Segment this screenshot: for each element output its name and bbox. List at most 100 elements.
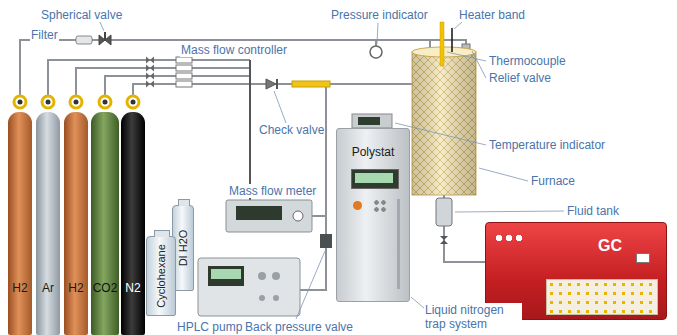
part-label: Pressure indicator bbox=[330, 8, 429, 22]
needle-valves bbox=[146, 65, 154, 72]
heater-segment bbox=[292, 81, 330, 87]
node-label: H2 bbox=[12, 281, 27, 295]
gauge-centers bbox=[131, 100, 136, 105]
polystat-knob bbox=[353, 201, 362, 210]
hplc-pump bbox=[198, 258, 300, 316]
mass-flow-meter bbox=[226, 200, 312, 232]
bottle-gauges bbox=[127, 96, 139, 108]
temperature-indicator bbox=[352, 114, 392, 128]
needle-valves bbox=[146, 73, 154, 80]
fluid-tank bbox=[436, 198, 452, 226]
meter-gauge bbox=[293, 211, 303, 221]
polystat-unit: Polystat bbox=[336, 128, 410, 302]
leader-lines bbox=[411, 297, 424, 308]
leader-lines bbox=[472, 51, 486, 78]
part-label: Thermocouple bbox=[488, 54, 567, 68]
back-pressure-valve bbox=[320, 234, 332, 248]
gas-pipes bbox=[430, 40, 466, 44]
part-label: Mass flow meter bbox=[228, 184, 317, 198]
mass-flow-controllers bbox=[176, 65, 192, 71]
bottle-gauges bbox=[70, 96, 82, 108]
leader-lines bbox=[377, 23, 378, 44]
reagent-bottle: Cyclohexane bbox=[146, 236, 176, 316]
node-label: Cyclohexane bbox=[154, 244, 168, 308]
pump-buttons bbox=[273, 295, 279, 301]
pump-buttons bbox=[258, 272, 266, 280]
check-valve bbox=[266, 79, 276, 89]
bottle-cap bbox=[154, 230, 170, 237]
gas-cylinder: H2 bbox=[64, 112, 88, 335]
node-label: Ar bbox=[42, 281, 54, 295]
mass-flow-controllers bbox=[176, 57, 192, 87]
pump-screen-inner bbox=[211, 269, 241, 279]
node-label: N2 bbox=[125, 281, 140, 295]
part-label: Furnace bbox=[530, 174, 576, 188]
node-label: DI H2O bbox=[176, 230, 190, 267]
leader-lines bbox=[296, 251, 325, 319]
gc-ports bbox=[494, 233, 524, 243]
furnace-shade bbox=[412, 52, 476, 195]
gas-cylinder: N2 bbox=[121, 112, 145, 335]
bottle-gauges bbox=[14, 96, 26, 108]
gas-pipes bbox=[312, 215, 326, 217]
part-label: Spherical valve bbox=[40, 8, 123, 22]
pump-buttons bbox=[272, 272, 280, 280]
gas-pipes bbox=[76, 68, 250, 95]
meter-screen bbox=[236, 206, 282, 220]
leader-lines bbox=[454, 22, 462, 29]
leader-lines bbox=[100, 22, 104, 31]
gas-pipes bbox=[20, 40, 485, 290]
part-label: Mass flow controller bbox=[180, 43, 288, 57]
node-label: H2 bbox=[68, 281, 83, 295]
part-label: Filter bbox=[30, 28, 59, 42]
heater-wire bbox=[451, 28, 453, 52]
gc-button bbox=[636, 253, 650, 263]
gas-pipes bbox=[48, 60, 250, 95]
part-label: Fluid tank bbox=[566, 204, 620, 218]
needle-valves bbox=[146, 57, 154, 88]
bottle-gauges bbox=[14, 96, 139, 108]
gas-cylinder: CO2 bbox=[91, 112, 120, 335]
node-label: GC bbox=[598, 237, 622, 255]
mass-flow-controllers bbox=[176, 81, 192, 87]
bottle-gauges bbox=[42, 96, 54, 108]
pump-screen bbox=[208, 266, 244, 286]
leader-lines bbox=[447, 52, 486, 61]
gauge-centers bbox=[103, 100, 108, 105]
spherical-valve bbox=[104, 32, 106, 40]
spherical-valve bbox=[99, 32, 111, 45]
polystat-keypad bbox=[373, 199, 387, 213]
part-label: Heater band bbox=[458, 8, 526, 22]
pump-buttons bbox=[259, 295, 265, 301]
part-label: Relief valve bbox=[488, 71, 552, 85]
check-valve bbox=[276, 79, 278, 89]
polystat-screen bbox=[355, 173, 393, 183]
indicator-screen bbox=[358, 117, 380, 125]
polystat-slot bbox=[397, 199, 400, 289]
gas-cylinder: H2 bbox=[8, 112, 32, 335]
gc-panel bbox=[546, 279, 658, 315]
part-label: Liquid nitrogen trap system bbox=[424, 303, 522, 331]
leader-lines bbox=[455, 211, 564, 212]
needle-valves bbox=[146, 81, 154, 88]
gas-cylinder: Ar bbox=[36, 112, 60, 335]
gauge-centers bbox=[74, 100, 79, 105]
part-label: Check valve bbox=[258, 123, 325, 137]
bottle-cap bbox=[178, 199, 190, 206]
filter bbox=[76, 36, 92, 44]
gauge-centers bbox=[46, 100, 51, 105]
mass-flow-controllers bbox=[176, 73, 192, 79]
part-label: Temperature indicator bbox=[488, 138, 606, 152]
gauge-centers bbox=[18, 100, 136, 105]
node-label: Polystat bbox=[352, 145, 395, 159]
part-label: HPLC pump bbox=[176, 320, 243, 334]
pressure-gauge bbox=[370, 46, 382, 58]
bottle-gauges bbox=[99, 96, 111, 108]
leader-lines bbox=[274, 91, 286, 123]
mass-flow-controllers bbox=[176, 57, 192, 63]
gauge-centers bbox=[18, 100, 23, 105]
gas-pipes bbox=[20, 40, 430, 95]
check-valve bbox=[266, 79, 277, 89]
tank-valve bbox=[440, 236, 448, 244]
